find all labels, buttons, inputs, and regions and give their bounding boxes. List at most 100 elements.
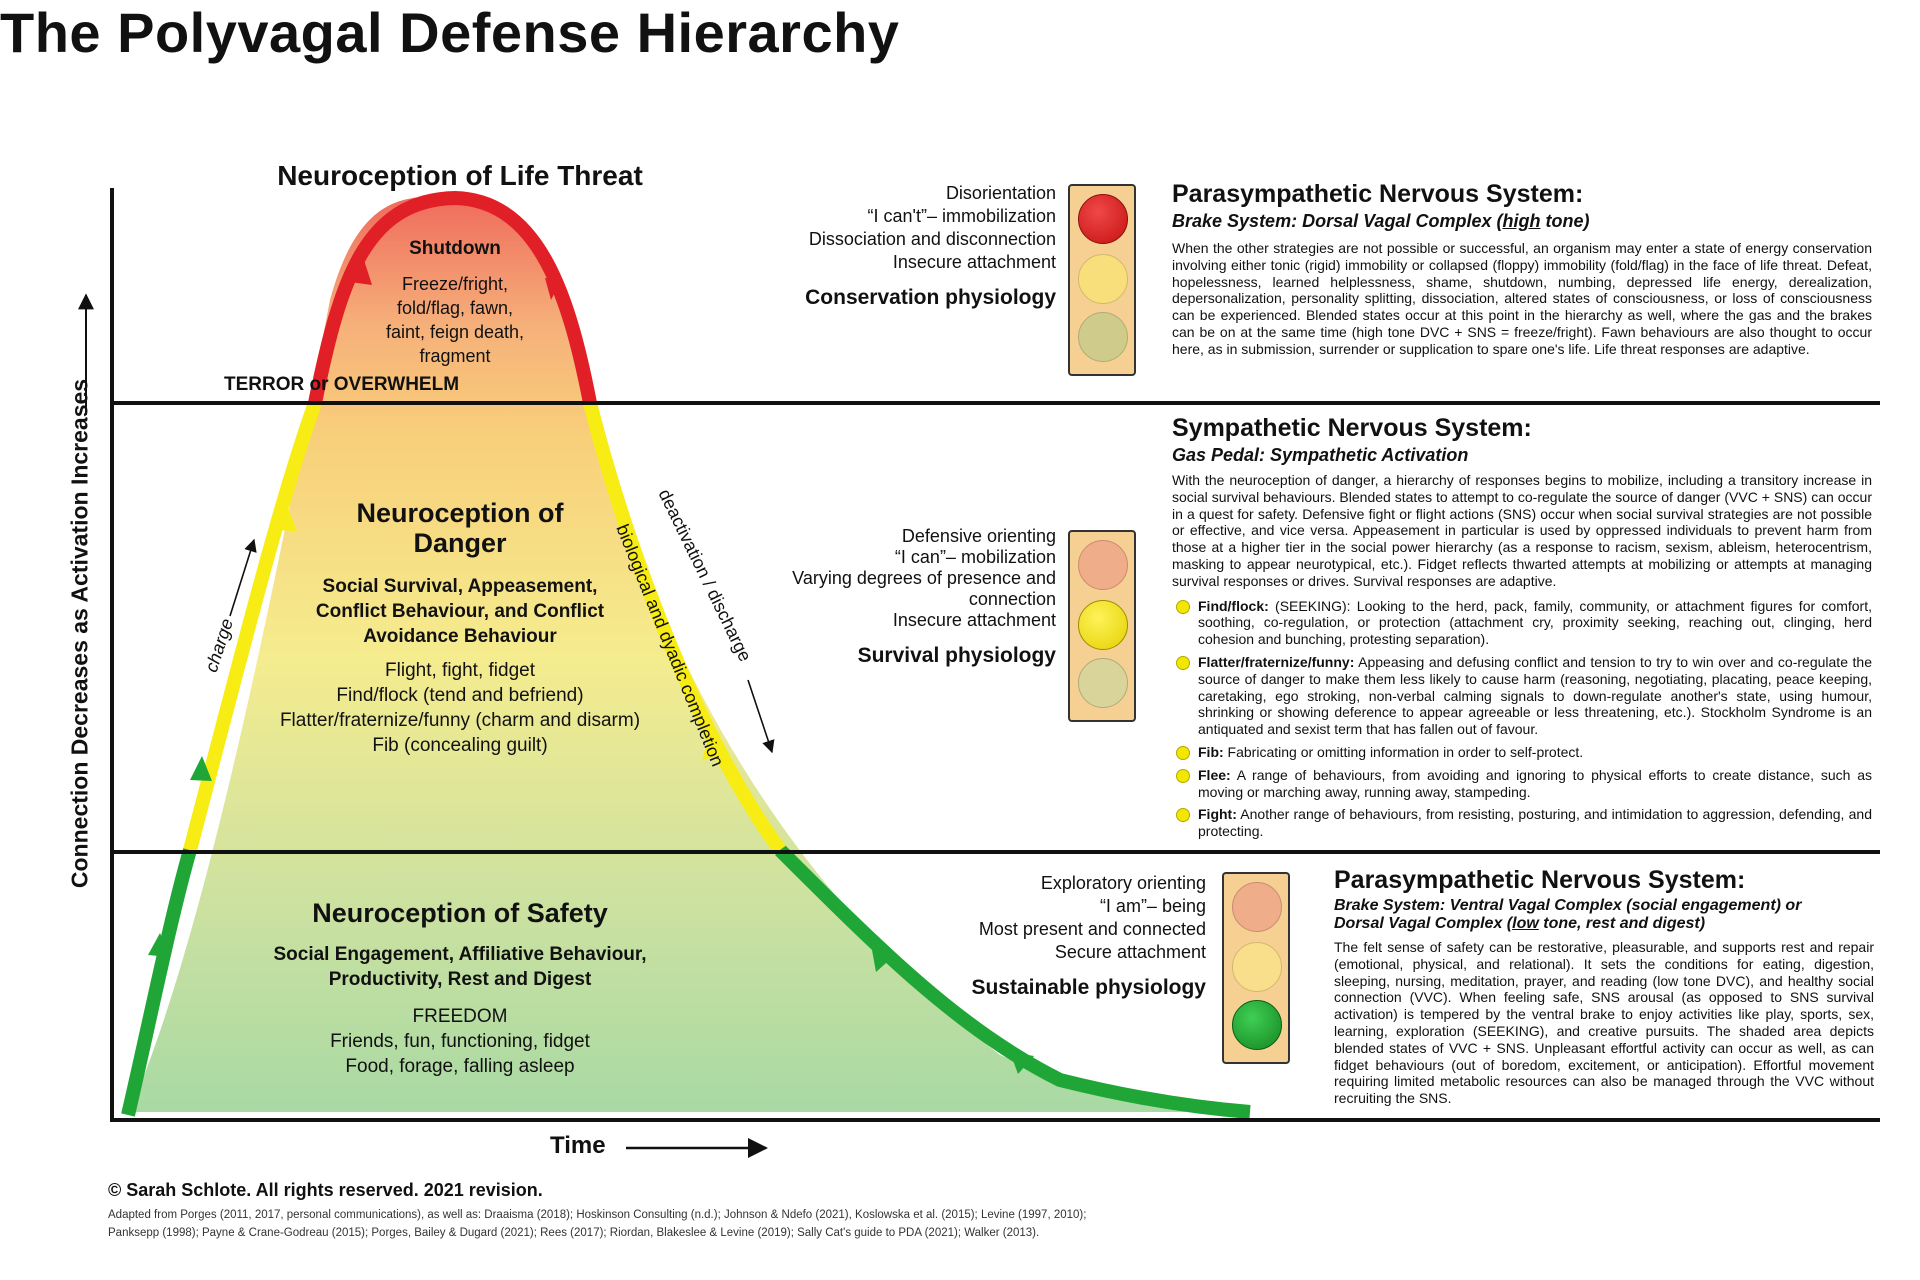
curve-green-rise [121, 848, 197, 1117]
sympathetic-subheading: Gas Pedal: Sympathetic Activation [1172, 445, 1469, 465]
ventral-heading: Parasympathetic Nervous System: [1334, 866, 1746, 894]
safety-subhead-line: Productivity, Rest and Digest [328, 969, 592, 990]
safety-state-list: Exploratory orienting “I am”– being Most… [880, 872, 1206, 999]
ventral-sub-prefix: Dorsal Vagal Complex ( [1334, 915, 1513, 932]
terror-overwhelm-label: TERROR or OVERWHELM [224, 374, 460, 395]
physiology-label: Conservation physiology [805, 286, 1056, 309]
bullet-term: Flee: [1198, 766, 1231, 783]
state-line: “I am”– being [1099, 896, 1206, 916]
deactivation-arrow [747, 679, 775, 754]
red-lamp [1078, 194, 1128, 244]
safety-line: Food, forage, falling asleep [345, 1056, 575, 1077]
curve-arrowhead [350, 260, 372, 285]
dorsal-subheading: Brake System: Dorsal Vagal Complex (high… [1172, 211, 1872, 232]
bullet-text: A range of behaviours, from avoiding and… [1198, 766, 1872, 800]
bullet-text: Fabricating or omitting information in o… [1223, 743, 1584, 760]
threat-responses: Freeze/fright, fold/flag, fawn, faint, f… [345, 272, 565, 368]
curve-area [128, 196, 1250, 1115]
references-line: Panksepp (1998); Payne & Crane-Godreau (… [108, 1227, 1040, 1240]
green-lamp [1078, 312, 1128, 362]
state-line: Secure attachment [1054, 942, 1206, 962]
danger-subhead: Social Survival, Appeasement, Conflict B… [260, 574, 660, 649]
danger-heading-line: Danger [413, 528, 507, 558]
page-title: The Polyvagal Defense Hierarchy [0, 1, 900, 64]
bullet-text: Appeasing and defusing conflict and tens… [1198, 653, 1872, 738]
ventral-sub-suffix: tone, rest and digest) [1538, 915, 1706, 932]
copyright: © Sarah Schlote. All rights reserved. 20… [108, 1180, 543, 1200]
dorsal-body: When the other strategies are not possib… [1172, 240, 1872, 357]
charge-arrow [229, 538, 257, 617]
yellow-dot-icon [1176, 599, 1190, 614]
sympathetic-bullets: Find/flock: (SEEKING): Looking to the he… [1172, 598, 1872, 840]
ventral-section: Parasympathetic Nervous System: Brake Sy… [1334, 866, 1874, 1107]
yellow-lamp [1232, 942, 1282, 992]
danger-subhead-line: Conflict Behaviour, and Conflict [315, 601, 605, 622]
ventral-subheading-line2: Dorsal Vagal Complex (low tone, rest and… [1334, 915, 1874, 933]
yellow-lamp [1078, 600, 1128, 650]
curve-arrowhead [545, 278, 561, 300]
yellow-dot-icon [1176, 768, 1190, 783]
danger-heading-line: Neuroception of [356, 498, 564, 528]
bullet-term: Find/flock: [1198, 597, 1269, 614]
curve-red-top [308, 190, 597, 405]
red-lamp [1078, 540, 1128, 590]
curve-arrowhead [275, 506, 297, 531]
state-line: Insecure attachment [892, 252, 1056, 272]
bullet-item: Flee: A range of behaviours, from avoidi… [1172, 767, 1872, 801]
bullet-term: Fight: [1198, 806, 1237, 823]
sympathetic-heading: Sympathetic Nervous System: [1172, 414, 1532, 442]
sympathetic-section: Sympathetic Nervous System: Gas Pedal: S… [1172, 414, 1872, 846]
danger-subhead-line: Social Survival, Appeasement, [322, 576, 598, 597]
bullet-item: Fib: Fabricating or omitting information… [1172, 744, 1872, 761]
curve-yellow-rise [183, 400, 322, 852]
traffic-light-green [1222, 872, 1290, 1064]
traffic-light-red [1068, 184, 1136, 376]
bullet-text: Another range of behaviours, from resist… [1198, 806, 1872, 840]
ventral-body: The felt sense of safety can be restorat… [1334, 939, 1874, 1107]
danger-responses: Flight, fight, fidget Find/flock (tend a… [235, 658, 685, 758]
red-lamp [1232, 882, 1282, 932]
curve-arrowhead [872, 950, 894, 972]
yellow-dot-icon [1176, 745, 1190, 760]
bullet-item: Fight: Another range of behaviours, from… [1172, 806, 1872, 840]
dorsal-sub-prefix: Brake System: Dorsal Vagal Complex ( [1172, 211, 1503, 231]
safety-heading: Neuroception of Safety [312, 898, 608, 928]
safety-line: FREEDOM [412, 1006, 508, 1027]
state-line: Most present and connected [978, 919, 1206, 939]
references-line: Adapted from Porges (2011, 2017, persona… [108, 1209, 1087, 1221]
safety-line: Friends, fun, functioning, fidget [330, 1031, 590, 1052]
ventral-sub-underlined: low [1512, 915, 1539, 932]
danger-line: Fib (concealing guilt) [372, 735, 548, 756]
physiology-label: Survival physiology [857, 644, 1056, 667]
sympathetic-body: With the neuroception of danger, a hiera… [1172, 472, 1872, 589]
danger-line: Flight, fight, fidget [385, 660, 535, 681]
dorsal-sub-suffix: tone) [1540, 211, 1590, 231]
danger-line: Flatter/fraternize/funny (charm and disa… [279, 710, 641, 731]
state-line: “I can't”– immobilization [867, 206, 1057, 226]
green-lamp [1078, 658, 1128, 708]
bullet-text: (SEEKING): Looking to the herd, pack, fa… [1198, 597, 1872, 648]
curve-yellow-fall [583, 401, 786, 855]
threat-line: fold/flag, fawn, [396, 298, 514, 318]
x-axis-label: Time [550, 1132, 606, 1159]
state-line: Defensive orienting [901, 526, 1056, 546]
safety-subhead: Social Engagement, Affiliative Behaviour… [240, 942, 680, 992]
state-line: Disorientation [945, 183, 1056, 203]
danger-subhead-line: Avoidance Behaviour [363, 626, 557, 647]
shutdown-label: Shutdown [409, 238, 501, 259]
threat-state-list: Disorientation “I can't”– immobilization… [730, 182, 1056, 309]
dorsal-heading: Parasympathetic Nervous System: [1172, 180, 1584, 208]
safety-responses: FREEDOM Friends, fun, functioning, fidge… [260, 1004, 660, 1079]
y-axis-label: Connection Decreases as Activation Incre… [66, 378, 93, 889]
danger-heading: Neuroception of Danger [300, 498, 620, 558]
curve-green-fall [775, 845, 1251, 1119]
yellow-lamp [1078, 254, 1128, 304]
threat-heading: Neuroception of Life Threat [277, 160, 643, 191]
traffic-light-yellow [1068, 530, 1136, 722]
dorsal-section: Parasympathetic Nervous System: Brake Sy… [1172, 180, 1872, 358]
threat-line: faint, feign death, [385, 322, 525, 342]
curve-arrowhead [190, 756, 212, 781]
ventral-subheading-line1: Brake System: Ventral Vagal Complex (soc… [1334, 897, 1802, 914]
yellow-dot-icon [1176, 808, 1190, 823]
